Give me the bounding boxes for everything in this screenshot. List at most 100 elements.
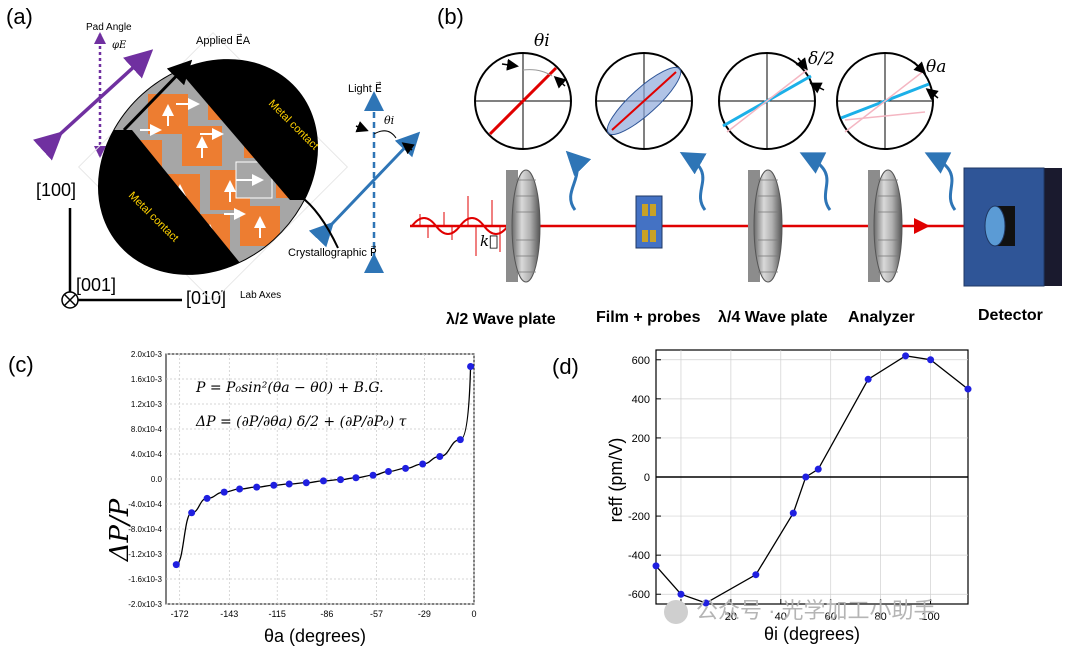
theta-i-label-b: θi [534,31,550,51]
chart-c-xtick-label: -143 [220,609,238,619]
chart-c-xtick-label: -86 [320,609,333,619]
chart-c-data-point [402,464,410,472]
panel-a: (a) Pad Angle φE [100] [001] [010] Lab A… [6,4,421,309]
chart-c-ylabel: ΔP/P [105,498,135,562]
panel-b: (b) θi δ/2 [410,4,1062,328]
circle-film-ellipse [595,52,693,150]
chart-d-ytick-label: -400 [628,550,650,562]
film-probes [635,195,663,249]
chart-c-xtick-label: -172 [171,609,189,619]
half-wave-plate-label: λ/2 Wave plate [446,311,556,328]
watermark-text: 公众号 · 光学加工小助手 [696,598,936,623]
chart-d-ytick-label: 0 [644,472,650,484]
chart-d-xtick-label: 60 [825,611,837,623]
axis-100-label: [100] [36,180,76,200]
chart-c-xtick-label: 0 [471,609,476,619]
chart-d: -600-400-2000200400600020406080100 [628,349,972,623]
chart-c-ytick-label: 4.0x10-4 [131,450,163,459]
chart-c-data-point [270,481,278,489]
panel-a-label: (a) [6,4,33,29]
panel-d: (d) -600-400-2000200400600020406080100 r… [552,349,972,644]
half-wave-plate [506,169,541,283]
chart-d-xlabel: θi (degrees) [764,624,860,644]
quarter-wave-plate-label: λ/4 Wave plate [718,309,828,326]
chart-c-ytick-label: 8.0x10-4 [131,425,163,434]
delta-half-label: δ/2 [808,49,835,69]
detector-label: Detector [978,307,1043,324]
chart-c-ytick-label: -1.6x10-3 [128,575,162,584]
chart-c-data-point [369,471,377,479]
chart-c-data-point [337,476,345,484]
chart-c-ytick-label: -4.0x10-4 [128,500,162,509]
panel-c: (c) -2.0x10-3-1.6x10-3-1.2x10-3-8.0x10-4… [8,350,477,646]
equation-2: ΔP = (∂P/∂θa) δ/2 + (∂P/∂P₀) τ [195,414,407,430]
watermark: 公众号 · 光学加工小助手 [664,598,936,624]
circle-theta-i [474,52,572,150]
chart-c-data-point [302,479,310,487]
chart-d-data-point [902,352,910,360]
chart-c-data-point [467,363,475,370]
chart-c-ytick-label: 1.2x10-3 [131,400,163,409]
metal-contact-bottom [80,130,262,290]
chart-c-ytick-label: -2.0x10-3 [128,600,162,609]
chart-d-ytick-label: 400 [632,394,650,406]
lab-axes-label: Lab Axes [240,290,281,301]
pad-angle-field-arrow [33,49,154,161]
detector [963,167,1062,287]
circle-theta-a [836,52,939,150]
chart-c-data-point [456,436,464,444]
panel-b-label: (b) [437,4,464,29]
metal-contact-top [170,60,340,200]
chart-c-data-point [220,488,228,496]
curved-pointer-arrows [565,150,957,211]
chart-d-data-point [802,473,810,481]
chart-d-data-point [927,356,935,364]
chart-c-data-point [236,485,244,493]
axis-001-label: [001] [76,275,116,295]
applied-field-arrow [122,59,193,132]
theta-a-label: θa [926,57,946,77]
chart-d-ytick-label: 200 [632,433,650,445]
chart-c: -2.0x10-3-1.6x10-3-1.2x10-3-8.0x10-4-4.0… [128,350,476,619]
theta-i-arc [373,130,397,139]
analyzer-label: Analyzer [848,309,915,326]
chart-d-ytick-label: 600 [632,355,650,367]
film-probes-label: Film + probes [596,309,701,326]
chart-c-data-point [285,480,293,488]
analyzer [868,169,903,283]
panel-d-label: (d) [552,354,579,379]
chart-d-data-point [864,375,872,383]
chart-c-ytick-label: 1.6x10-3 [131,375,163,384]
chart-d-data-point [789,509,797,517]
quarter-wave-plate [748,169,783,283]
light-field-label: Light E⃗ [348,81,382,95]
chart-d-ylabel: reff (pm/V) [606,438,626,523]
chart-d-data-point [652,562,660,570]
chart-d-data-point [752,571,760,579]
chart-c-data-point [203,494,211,502]
chart-c-xtick-label: -29 [418,609,431,619]
chart-d-xtick-label: 20 [725,611,737,623]
panel-c-label: (c) [8,352,34,377]
applied-field-label: Applied E⃗A [196,33,251,47]
crystallographic-pointer [299,195,339,249]
crystallographic-p-label: Crystallographic P⃗ [288,245,377,259]
chart-d-data-point [702,599,710,607]
chart-c-data-point [188,509,196,517]
chart-d-xtick-label: 80 [875,611,887,623]
chart-c-data-point [384,468,392,475]
chart-c-data-point [419,460,427,468]
chart-c-data-point [352,474,360,482]
chart-c-data-point [253,483,261,491]
chart-c-xtick-label: -57 [370,609,383,619]
chart-d-xtick-label: 100 [921,611,939,623]
chart-c-ytick-label: -8.0x10-4 [128,525,162,534]
chart-d-data-point [814,465,822,473]
chart-d-xtick-label: 40 [775,611,787,623]
chart-d-data-point [677,590,685,598]
chart-d-data-point [964,385,972,393]
chart-d-ytick-label: -200 [628,511,650,523]
chart-c-data-point [172,561,180,569]
chart-c-data-point [436,453,444,460]
